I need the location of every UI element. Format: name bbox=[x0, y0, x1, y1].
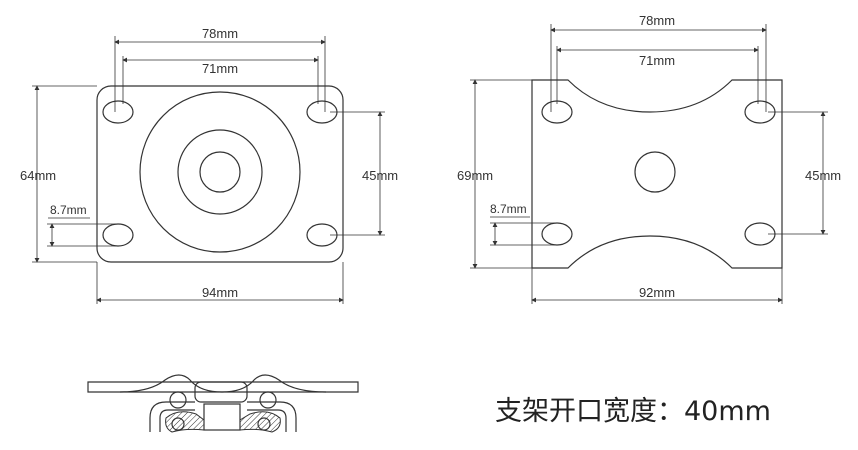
side-top-plate bbox=[87, 381, 359, 393]
side-right-ball bbox=[259, 391, 277, 409]
side-right-race-section bbox=[239, 411, 281, 433]
left-plate-view: 78mm 71mm 64mm 45mm 8.7mm 94mm bbox=[20, 26, 398, 304]
right-dim-width: 92mm bbox=[639, 285, 675, 300]
left-dim-height: 64mm bbox=[20, 168, 56, 183]
right-dim-holes: 45mm bbox=[805, 168, 841, 183]
side-left-race-section bbox=[165, 411, 205, 433]
side-right-leg bbox=[247, 401, 297, 432]
left-dim-holes: 45mm bbox=[362, 168, 398, 183]
left-dim-top-outer: 78mm bbox=[202, 26, 238, 41]
left-middle-ring bbox=[177, 129, 263, 215]
right-slot-bottom-left bbox=[541, 222, 573, 246]
left-dim-slot: 8.7mm bbox=[50, 203, 87, 217]
right-dim-slot: 8.7mm bbox=[490, 202, 527, 216]
left-outer-ring bbox=[139, 91, 301, 253]
right-dim-top-outer: 78mm bbox=[639, 13, 675, 28]
left-slot-top-left bbox=[102, 100, 134, 124]
side-center-boss bbox=[194, 381, 248, 403]
side-left-ball bbox=[169, 391, 187, 409]
right-dim-height: 69mm bbox=[457, 168, 493, 183]
side-left-leg bbox=[149, 401, 195, 432]
left-plate-outline bbox=[96, 85, 344, 263]
side-right-lower-ball bbox=[257, 417, 271, 431]
right-slot-top-left bbox=[541, 100, 573, 124]
left-dim-top-inner: 71mm bbox=[202, 61, 238, 76]
left-center-hole bbox=[199, 151, 241, 193]
right-center-hole bbox=[634, 151, 676, 193]
side-left-lower-ball bbox=[171, 417, 185, 431]
right-dim-top-inner: 71mm bbox=[639, 53, 675, 68]
side-kingpin bbox=[203, 403, 241, 431]
bracket-side-view bbox=[87, 374, 359, 433]
left-dim-width: 94mm bbox=[202, 285, 238, 300]
side-plate-profile bbox=[119, 374, 327, 393]
opening-width-caption: 支架开口宽度：40mm bbox=[495, 396, 771, 427]
right-plate-view: 78mm 71mm 69mm 45mm 8.7mm 92mm bbox=[457, 13, 841, 304]
left-slot-bottom-left bbox=[102, 223, 134, 247]
